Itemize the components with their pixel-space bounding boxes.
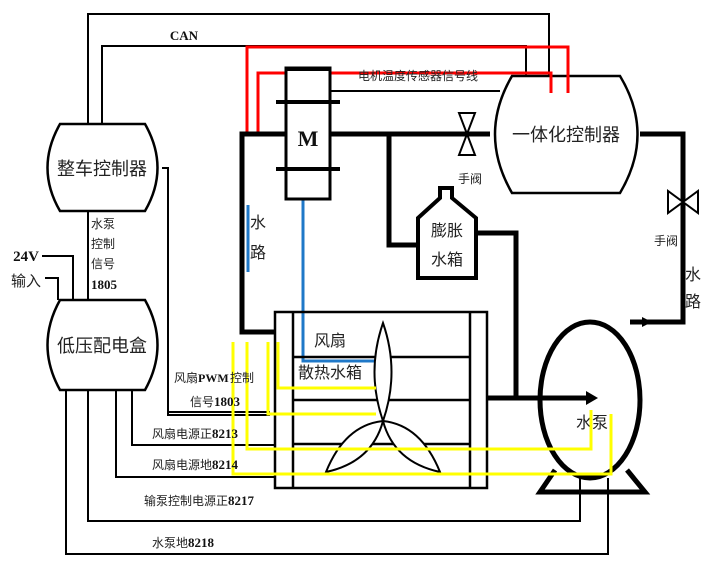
wire-top-outer (87, 13, 550, 125)
flow-arrow-right (642, 317, 652, 327)
expansion-tank-shape (416, 186, 478, 280)
valve-1-top (457, 112, 477, 137)
water-path-left-char-1: 水 (250, 213, 266, 232)
valve-2-right (681, 189, 699, 215)
yellow-wire-3 (245, 342, 593, 451)
fan-pwm-label: 风扇 PWM 控制 信号 1803 (174, 370, 254, 409)
expansion-tank-label-2: 水箱 (431, 250, 463, 269)
integrated-controller-shape (493, 74, 639, 195)
manual-valve-2-label: 手阀 (654, 234, 678, 248)
input-24v-wire (42, 255, 74, 300)
pump-ctrl-signal-line-3: 信号 (91, 257, 115, 271)
fan-pwm-label-d: 信号 (190, 395, 214, 409)
vehicle-controller-label: 整车控制器 (57, 159, 147, 180)
pump-ctrl-power-number: 8217 (228, 493, 255, 508)
valve-2-left (667, 189, 685, 215)
fan-pwm-label-c: 控制 (230, 371, 254, 385)
pump-gnd-label: 水泵地 (152, 536, 188, 550)
pump-ctrl-signal-line-2: 控制 (91, 237, 115, 251)
input-label-wire (45, 277, 59, 300)
fan-power-gnd-wire (115, 390, 275, 478)
manual-valve-2[interactable] (667, 189, 699, 215)
fan-icon (324, 319, 442, 474)
fan-power-pos-wire (131, 390, 275, 446)
fan-power-wires (231, 342, 613, 476)
motor-body (284, 66, 332, 201)
water-path-left-char-2: 路 (250, 243, 266, 262)
radiator-label-tank: 散热水箱 (298, 363, 362, 382)
fan-power-gnd-number: 8214 (212, 457, 239, 472)
manual-valve-1[interactable] (457, 112, 477, 156)
wire-vcu-right (162, 167, 270, 416)
pipe-expansion-branch (386, 134, 418, 248)
pump-ctrl-power-label: 输泵控制电源正 (144, 493, 228, 508)
input-label: 输入 (11, 272, 41, 290)
water-path-right-char-2: 路 (685, 292, 701, 311)
motor (276, 66, 340, 201)
integrated-controller-label: 一体化控制器 (512, 125, 620, 146)
pipe-expansion-out (477, 230, 519, 398)
valve-1-bottom (457, 131, 477, 156)
input-24v-label: 24V (13, 249, 39, 265)
pipe-controller-right (630, 131, 686, 325)
motor-temp-sensor-label: 电机温度传感器信号线 (358, 68, 478, 83)
yellow-wire-4 (231, 342, 613, 476)
vehicle-controller-shape (46, 122, 159, 213)
water-pump (535, 319, 651, 495)
fan-power-pos-label: 风扇电源正 (152, 426, 212, 441)
fan-power-pos-number: 8213 (212, 426, 239, 441)
can-label: CAN (170, 28, 199, 43)
pump-ctrl-signal-line-1: 水泵 (91, 217, 115, 231)
expansion-tank-label-1: 膨胀 (431, 221, 463, 240)
can-wire (101, 45, 246, 125)
manual-valve-1-label: 手阀 (458, 172, 482, 186)
pump-ctrl-signal-number: 1805 (91, 277, 118, 292)
water-pipes (239, 131, 686, 401)
lv-distribution-box-label: 低压配电盒 (57, 336, 147, 357)
lv-distribution-box-shape (46, 298, 159, 392)
radiator-label-fan: 风扇 (314, 331, 346, 350)
pump-gnd-number: 8218 (188, 535, 215, 550)
fan-power-gnd-label: 风扇电源地 (152, 457, 212, 472)
water-path-right-char-1: 水 (685, 265, 701, 284)
flow-arrow-into-pump (586, 391, 598, 405)
fan-pwm-label-a: 风扇 (174, 370, 198, 385)
fan-blade-left (324, 419, 385, 474)
fan-blade-right (381, 419, 442, 474)
yellow-wire-2 (266, 342, 376, 416)
fan-blade-top (373, 319, 393, 425)
yellow-wire-1 (276, 342, 376, 390)
motor-label: M (298, 126, 319, 151)
fan-pwm-label-b: PWM (198, 371, 229, 385)
fan-pwm-label-e: 1803 (214, 394, 241, 409)
pipe-motor-left (239, 131, 285, 335)
